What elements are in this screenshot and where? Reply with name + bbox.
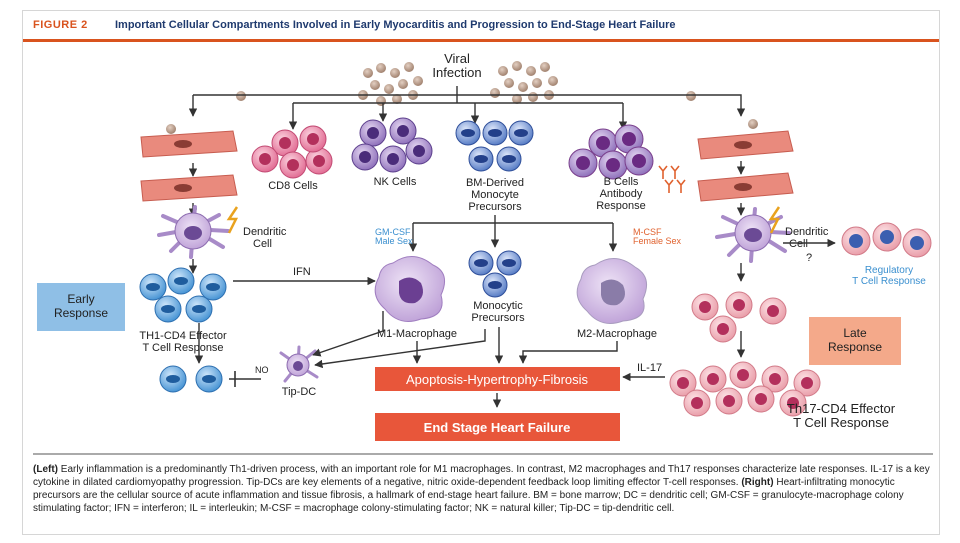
nk-cells (351, 117, 433, 173)
th17-label-2: T Cell Response (793, 415, 889, 430)
caption-left-text: Early inflammation is a predominantly Th… (33, 464, 930, 488)
antibody-icon (658, 165, 686, 193)
dendritic-left-label-2: Cell (253, 238, 272, 250)
early-response-box (37, 283, 125, 331)
tip-dc-cell (279, 345, 319, 383)
dendritic-right-label-1: Dendritic (785, 226, 829, 238)
caption-left-label: (Left) (33, 464, 58, 475)
b-cells (568, 124, 654, 180)
caption-right-text: Heart-infiltrating monocytic precursors … (33, 477, 904, 514)
bcells-label-1: B Cells (604, 176, 639, 188)
m1-label: M1-Macrophage (377, 328, 457, 340)
viral-particles (166, 61, 758, 134)
bm-monocyte-label-3: Precursors (468, 201, 522, 213)
bcells-label-2: Antibody (600, 188, 643, 200)
csf-branches (408, 215, 618, 252)
activation-bolt-icon-right (768, 206, 781, 234)
no-label: NO (255, 365, 269, 375)
figure-header: FIGURE 2 Important Cellular Compartments… (23, 11, 939, 42)
bm-monocyte-label-2: Monocyte (471, 189, 519, 201)
th1-label-1: TH1-CD4 Effector (139, 330, 227, 342)
diagram-canvas: Viral Infection (37, 51, 932, 441)
question-mark: ? (806, 252, 812, 264)
monocytic-cells (468, 250, 522, 298)
m2-label: M2-Macrophage (577, 328, 657, 340)
cd8-cells (251, 125, 333, 179)
dendritic-cell-left (157, 205, 230, 259)
mcsf-label-2: Female Sex (633, 236, 682, 246)
activation-bolt-icon-left (226, 206, 239, 234)
left-vessel-bottom (140, 174, 238, 202)
viral-infection-label-2: Infection (432, 65, 481, 80)
th17-label-1: Th17-CD4 Effector (787, 401, 896, 416)
arrow-m1-to-tipdc (312, 311, 384, 357)
caption-right-label: (Right) (741, 477, 774, 488)
m2-macrophage (576, 258, 648, 324)
bcells-label-3: Response (596, 200, 646, 212)
dendritic-left-label-1: Dendritic (243, 226, 287, 238)
bm-monocyte-label-1: BM-Derived (466, 177, 524, 189)
cd8-label: CD8 Cells (268, 180, 318, 192)
regulatory-label-2: T Cell Response (852, 276, 926, 287)
inhibition-bar (229, 371, 261, 387)
top-connectors (188, 86, 746, 130)
th17-cells-upper (691, 291, 787, 343)
late-response-box (809, 317, 901, 365)
gmcsf-label-1: GM-CSF (375, 227, 411, 237)
end-stage-box (375, 413, 620, 441)
m1-macrophage (374, 256, 446, 322)
gmcsf-label-2: Male Sex (375, 236, 413, 246)
bm-monocyte-cells (455, 120, 534, 172)
arrow-m2-to-apoptosis (518, 341, 618, 364)
regulatory-label-1: Regulatory (865, 265, 913, 276)
late-response-label-1: Late (843, 326, 867, 340)
viral-infection-label-1: Viral (444, 51, 470, 66)
ifn-label: IFN (293, 266, 311, 278)
apoptosis-label: Apoptosis-Hypertrophy-Fibrosis (406, 372, 589, 387)
figure-title: Important Cellular Compartments Involved… (115, 19, 676, 31)
left-vessel-top (140, 130, 238, 158)
dendritic-right-label-2: Cell (789, 238, 808, 250)
right-vessel-bottom (697, 172, 794, 202)
figure-label: FIGURE 2 (33, 19, 88, 31)
late-response-label-2: Response (828, 340, 882, 354)
monocytic-label-1: Monocytic (473, 300, 523, 312)
figure-caption: (Left) Early inflammation is a predomina… (33, 453, 933, 543)
figure-frame: FIGURE 2 Important Cellular Compartments… (22, 10, 940, 535)
end-stage-label: End Stage Heart Failure (424, 420, 571, 435)
th1-effector-cells-bottom (159, 365, 223, 393)
early-response-label-1: Early (67, 292, 94, 306)
arrow-monocytic-to-tipdc (314, 329, 486, 369)
mcsf-label-1: M-CSF (633, 227, 662, 237)
th1-label-2: T Cell Response (142, 342, 223, 354)
early-response-label-2: Response (54, 306, 108, 320)
monocytic-label-2: Precursors (471, 312, 525, 324)
apoptosis-box (375, 367, 620, 391)
dendritic-cell-right (715, 207, 791, 263)
nk-label: NK Cells (374, 176, 417, 188)
th1-cells (139, 267, 227, 323)
il17-label: IL-17 (637, 362, 662, 374)
right-vessel-top (697, 130, 794, 160)
tip-dc-label: Tip-DC (282, 386, 316, 398)
regulatory-cells (841, 222, 932, 258)
th17-cells-lower (669, 361, 821, 417)
